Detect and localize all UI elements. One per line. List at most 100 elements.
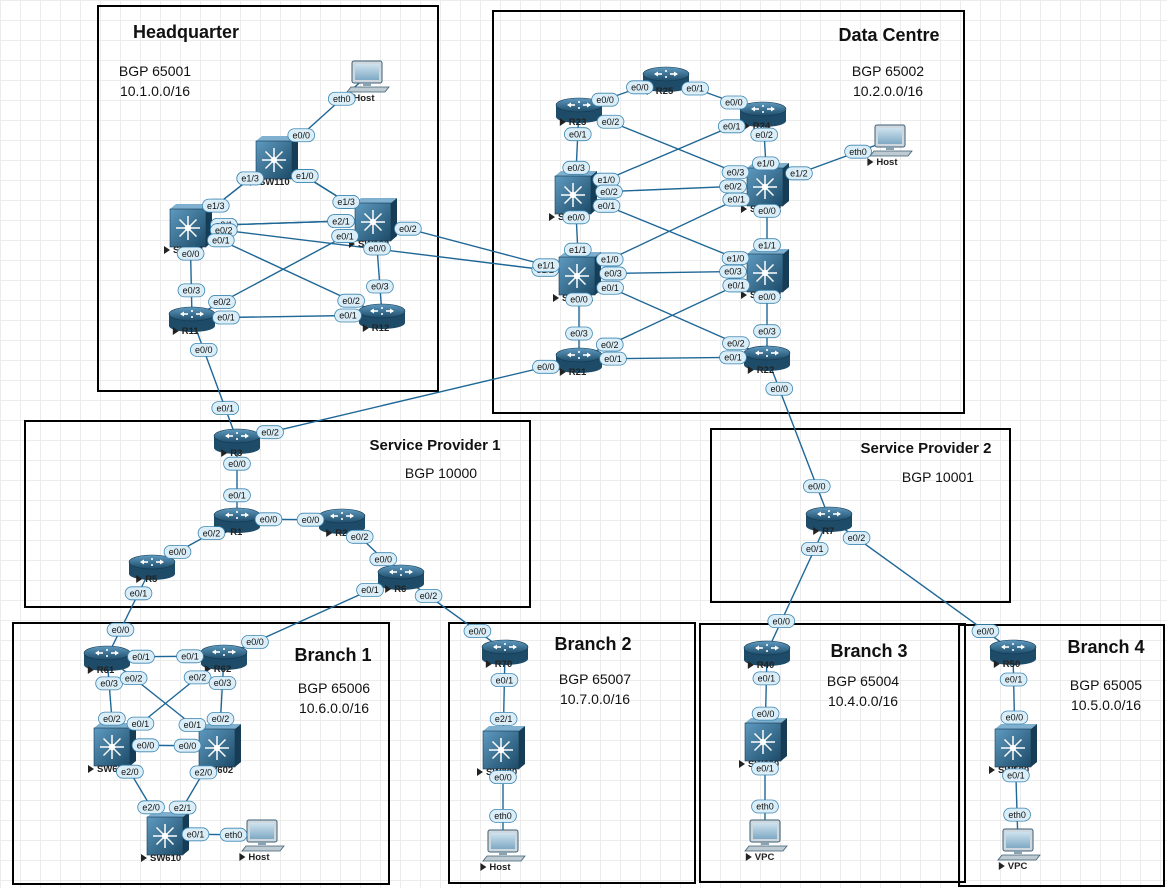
host-hq_host[interactable]: Host [344, 60, 390, 104]
router-r23[interactable]: R23 [555, 97, 603, 128]
switch-sw500[interactable]: SW500 [989, 724, 1037, 776]
interface-label-r62-e0-3: e0/3 [208, 676, 237, 690]
router-r3[interactable]: R3 [213, 428, 261, 459]
svg-text:eth0: eth0 [1008, 810, 1026, 820]
device-label-r3: R3 [230, 448, 242, 459]
router-r70[interactable]: R70 [481, 639, 529, 670]
router-r24[interactable]: R24 [739, 101, 787, 132]
interface-label-sw601-e2-0: e2/0 [116, 764, 144, 779]
interface-label-r6-e0-2: e0/2 [414, 588, 443, 603]
device-label-r25: R25 [656, 86, 674, 97]
svg-text:eth0: eth0 [756, 802, 774, 812]
svg-text:e0/1: e0/1 [132, 719, 150, 729]
interface-label-sw202-e0-1: e0/1 [722, 278, 751, 293]
device-label-vpc4: VPC [755, 852, 775, 863]
interface-label-sw211-e1-0: e1/0 [592, 172, 621, 187]
router-r25[interactable]: R25 [642, 66, 690, 97]
svg-text:e0/3: e0/3 [727, 167, 745, 177]
router-r11[interactable]: R11 [168, 306, 216, 337]
router-r7[interactable]: R7 [805, 506, 853, 537]
interface-label-r3-e0-1: e0/1 [211, 401, 240, 416]
interface-label-r22-e0-1: e0/1 [719, 350, 747, 365]
switch-sw110[interactable]: SW110 [250, 136, 298, 188]
router-r61[interactable]: R61 [83, 645, 131, 676]
device-label-hq_host: Host [353, 93, 375, 104]
svg-text:e0/3: e0/3 [570, 329, 588, 339]
svg-text:e0/1: e0/1 [336, 231, 354, 241]
device-label-b1_host: Host [248, 852, 270, 863]
interface-label-sw610-e2-0: e2/0 [137, 800, 165, 815]
svg-text:e2/0: e2/0 [195, 768, 213, 778]
router-r40[interactable]: R40 [743, 640, 791, 671]
host-vpc5[interactable]: VPC [997, 828, 1041, 872]
svg-text:e0/0: e0/0 [494, 772, 512, 782]
play-icon [136, 575, 143, 583]
svg-text:e1/3: e1/3 [241, 174, 259, 184]
play-icon [549, 213, 555, 221]
interface-label-b2_host-eth0: eth0 [489, 809, 517, 823]
switch-sw700[interactable]: SW700 [477, 726, 525, 778]
zone-hq-box [97, 5, 439, 392]
zone-dc-info-0: BGP 65002 [852, 63, 924, 79]
svg-text:e0/2: e0/2 [125, 673, 143, 683]
zone-b4-info-0: BGP 65005 [1070, 677, 1142, 693]
router-r5[interactable]: R5 [128, 554, 176, 585]
play-icon [485, 660, 492, 668]
interface-label-sw211-e0-0: e0/0 [562, 210, 590, 225]
play-icon [559, 368, 566, 376]
svg-text:e0/0: e0/0 [570, 295, 588, 305]
router-r12[interactable]: R12 [358, 303, 406, 334]
interface-label-sw201-e0-0: e0/0 [565, 292, 593, 307]
svg-text:e0/0: e0/0 [757, 709, 775, 719]
play-icon [88, 765, 94, 773]
router-r50[interactable]: R50 [989, 639, 1037, 670]
device-label-sw602: SW602 [202, 765, 233, 776]
interface-label-sw202-e0-3: e0/3 [719, 264, 747, 279]
svg-text:e0/2: e0/2 [848, 533, 866, 543]
interface-label-r24-e0-1: e0/1 [717, 119, 746, 134]
zone-b1-info-1: 10.6.0.0/16 [299, 700, 369, 716]
router-r62[interactable]: R62 [200, 644, 248, 675]
svg-text:e0/1: e0/1 [727, 281, 745, 291]
play-icon [87, 666, 94, 674]
host-dc_host[interactable]: Host [867, 124, 913, 168]
router-r22[interactable]: R22 [743, 345, 791, 376]
router-r6[interactable]: R6 [377, 564, 425, 595]
router-r2[interactable]: R2 [318, 508, 366, 539]
svg-text:e0/1: e0/1 [724, 353, 742, 363]
svg-text:e1/1: e1/1 [537, 260, 555, 270]
zone-b2-info-0: BGP 65007 [559, 671, 631, 687]
svg-text:e0/2: e0/2 [261, 427, 279, 437]
interface-label-r1-e0-0: e0/0 [254, 512, 283, 527]
svg-text:e0/3: e0/3 [214, 678, 232, 688]
svg-text:e0/2: e0/2 [342, 296, 360, 306]
interface-label-sw601-e0-2: e0/2 [98, 711, 126, 726]
svg-text:e0/3: e0/3 [371, 282, 389, 292]
device-label-r24: R24 [753, 121, 771, 132]
svg-text:e0/1: e0/1 [598, 201, 616, 211]
play-icon [221, 449, 228, 457]
switch-sw610[interactable]: SW610 [141, 812, 189, 864]
svg-text:e0/1: e0/1 [339, 311, 357, 321]
interface-label-r5-e0-1: e0/1 [124, 586, 153, 601]
svg-text:e0/1: e0/1 [228, 491, 246, 501]
play-icon [477, 768, 483, 776]
router-r1[interactable]: R1 [213, 507, 261, 538]
svg-text:e1/0: e1/0 [757, 159, 775, 169]
host-b1_host[interactable]: Host [239, 819, 285, 863]
router-r21[interactable]: R21 [555, 347, 603, 378]
svg-text:e0/1: e0/1 [756, 764, 774, 774]
interface-label-sw201-e1-1: e1/1 [564, 242, 592, 257]
svg-text:e1/0: e1/0 [296, 171, 314, 181]
svg-text:e1/0: e1/0 [601, 255, 619, 265]
switch-sw602[interactable]: SW602 [193, 724, 241, 776]
host-vpc4[interactable]: VPC [744, 819, 788, 863]
interface-label-sw610-e2-1: e2/1 [168, 800, 197, 815]
host-b2_host[interactable]: Host [480, 829, 526, 873]
svg-text:e0/0: e0/0 [195, 345, 213, 355]
interface-label-r12-e0-2: e0/2 [337, 293, 365, 308]
